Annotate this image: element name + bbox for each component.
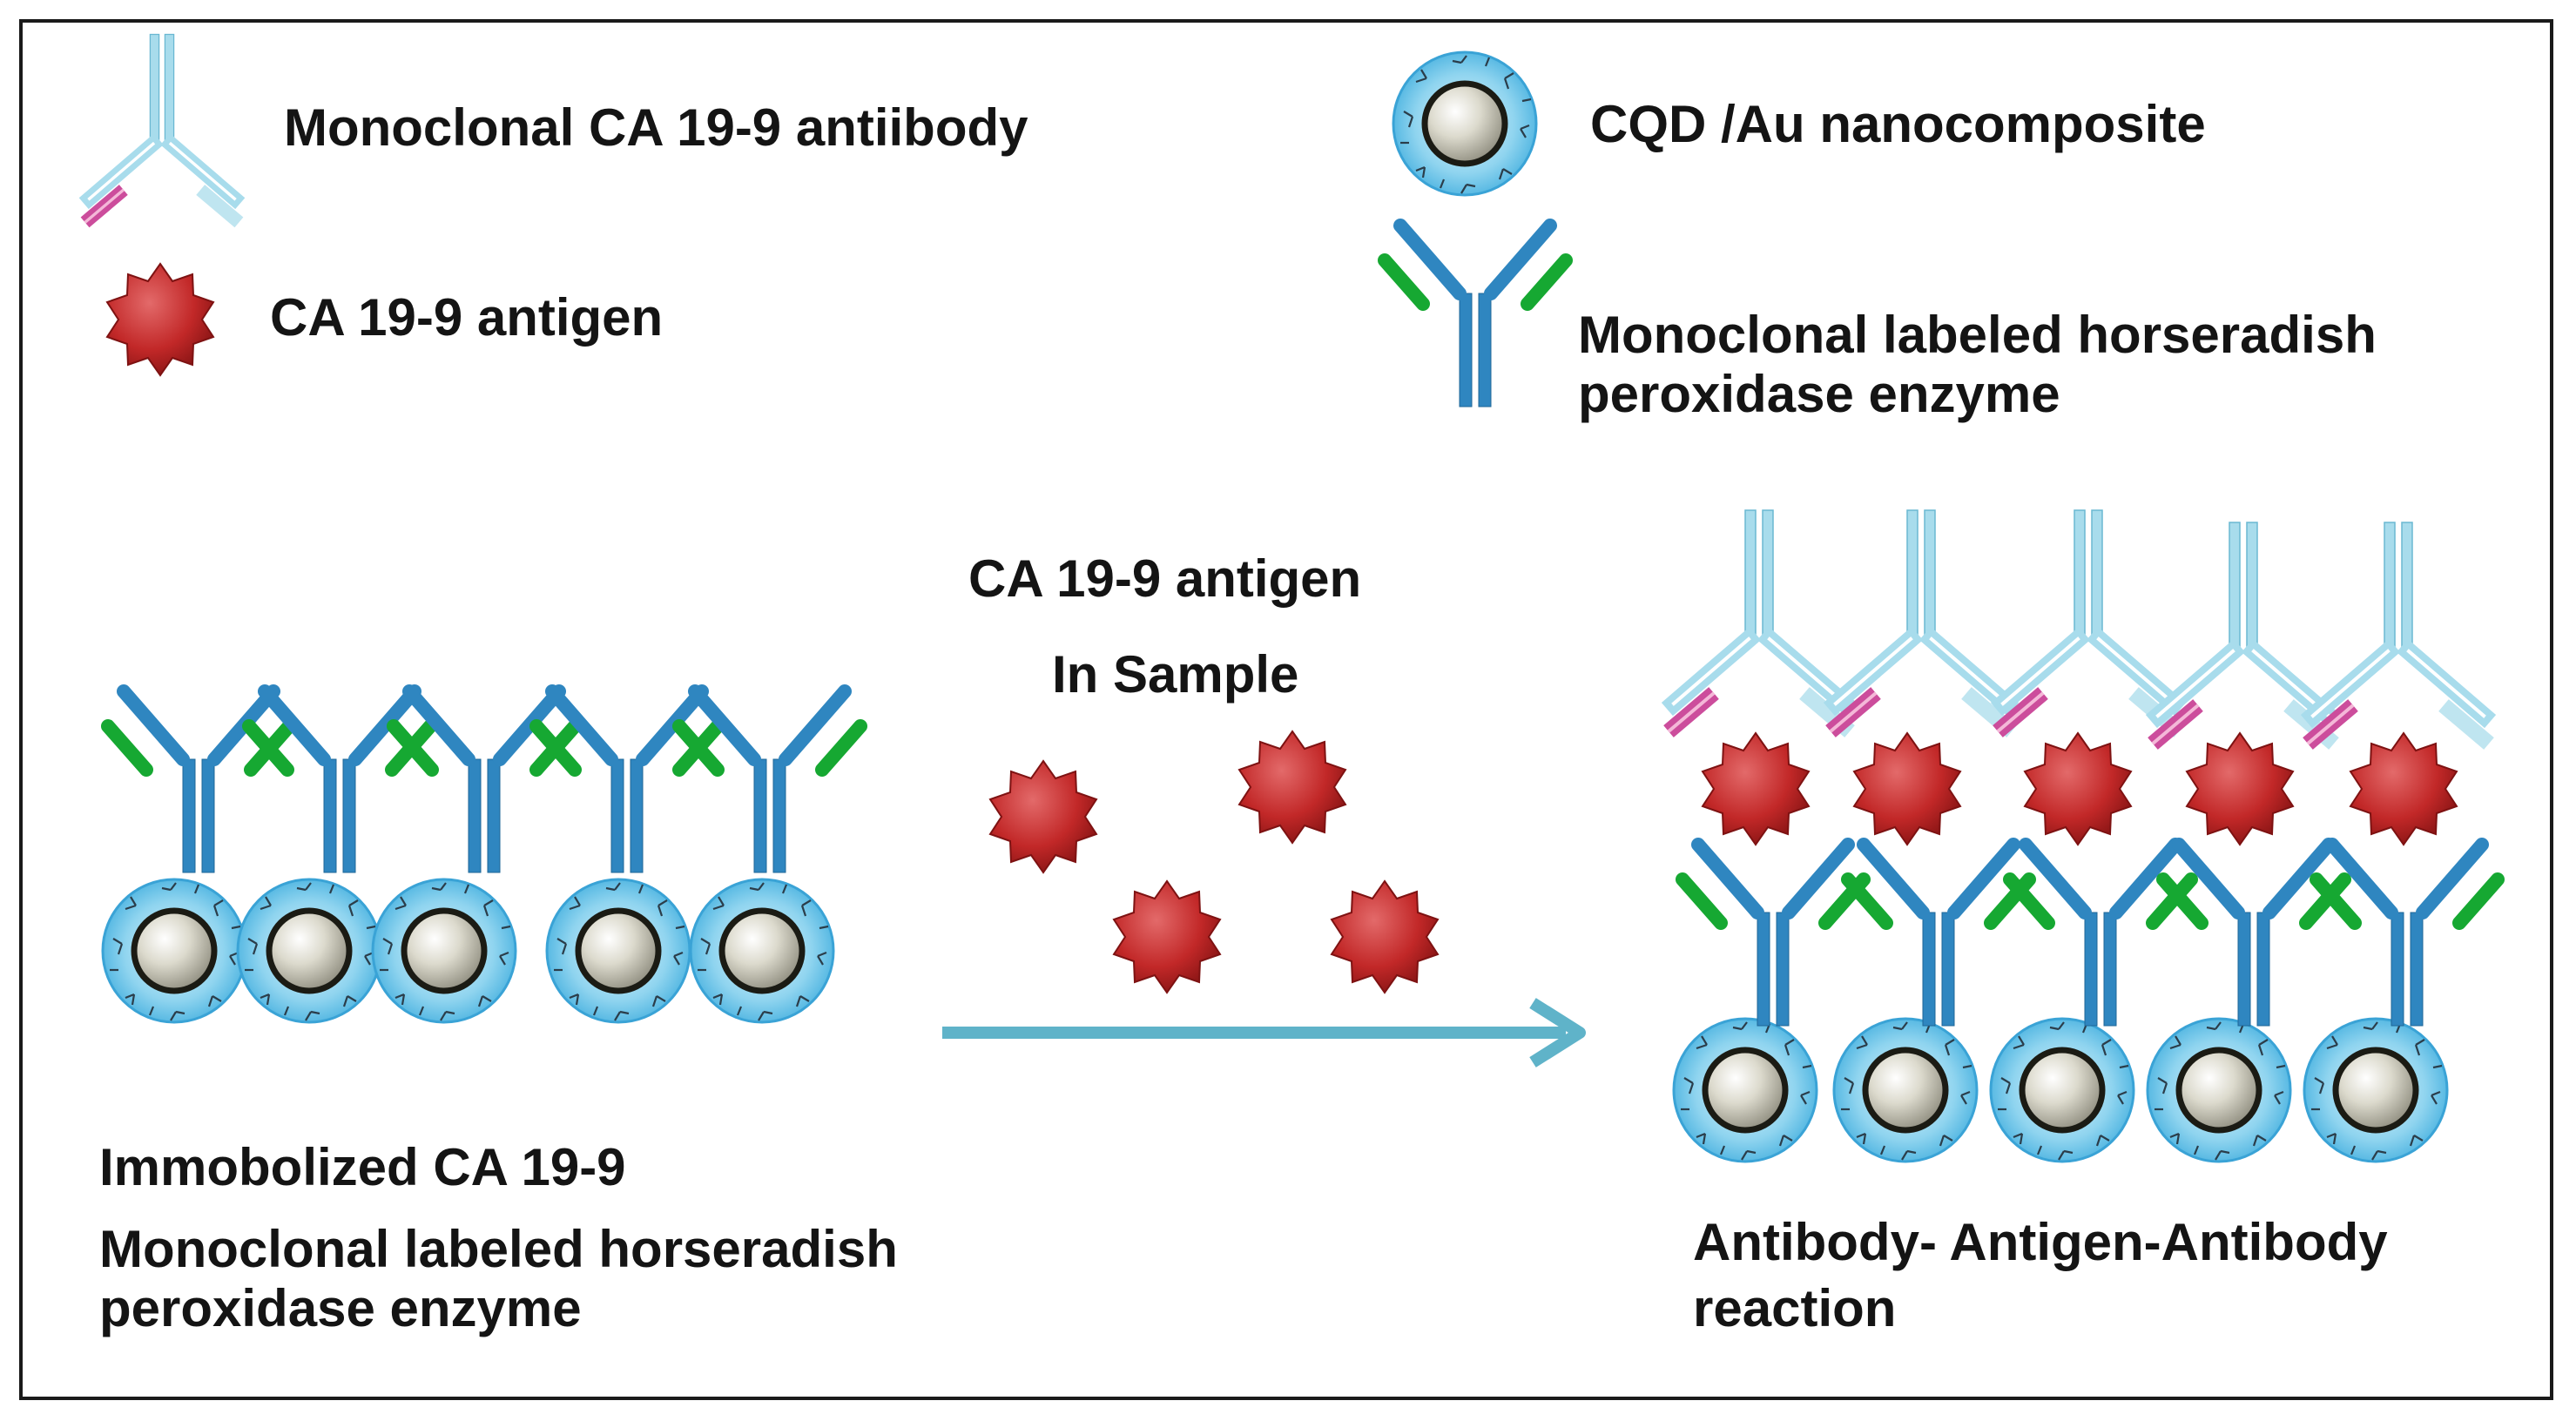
figure-frame	[19, 19, 2553, 1400]
antigen	[2024, 732, 2132, 845]
left-caption-line1: Immobolized CA 19-9	[99, 1138, 626, 1196]
legend-hrp-label-line1: Monoclonal labeled horseradish	[1578, 306, 2377, 364]
antigen	[1238, 731, 1346, 844]
sample-label-line1: CA 19-9 antigen	[968, 549, 1362, 608]
hrp-antibody	[108, 691, 289, 872]
hrp-antibody	[249, 691, 430, 872]
antigen	[1331, 880, 1439, 993]
antigen	[1853, 732, 1961, 845]
legend-nanocomposite-label: CQD /Au nanocomposite	[1590, 95, 2206, 153]
reaction-arrow	[942, 998, 1586, 1067]
legend-hrp-antibody-icon	[1385, 226, 1566, 407]
hrp-antibody	[2163, 845, 2344, 1026]
nanocomposite	[1674, 1019, 1817, 1162]
antigen	[989, 760, 1097, 873]
legend-nanocomposite-icon	[1393, 52, 1536, 195]
capture-antibody	[1831, 510, 2012, 731]
hrp-antibody	[2010, 845, 2191, 1026]
antigen	[1702, 732, 1810, 845]
nanocomposite	[1991, 1019, 2134, 1162]
legend-hrp-label-line2: peroxidase enzyme	[1578, 365, 2060, 423]
nanocomposite	[547, 879, 690, 1022]
nanocomposite	[103, 879, 246, 1022]
hrp-antibody	[1848, 845, 2029, 1026]
nanocomposite	[1834, 1019, 1977, 1162]
right-caption-line2: reaction	[1693, 1279, 1897, 1337]
capture-antibody	[1998, 510, 2179, 731]
antigen	[2350, 732, 2458, 845]
sample-label-line2: In Sample	[1052, 645, 1299, 704]
nanocomposite	[238, 879, 381, 1022]
antigen	[1113, 880, 1221, 993]
legend-antigen-label: CA 19-9 antigen	[270, 288, 664, 347]
right-caption-line1: Antibody- Antigen-Antibody	[1693, 1213, 2388, 1271]
hrp-antibody	[2316, 845, 2498, 1026]
hrp-antibody	[394, 691, 575, 872]
nanocomposite	[691, 879, 833, 1022]
legend-capture-antibody-icon	[85, 34, 239, 222]
hrp-antibody	[536, 691, 718, 872]
nanocomposite	[2148, 1019, 2290, 1162]
legend-capture-antibody-label: Monoclonal CA 19-9 antiibody	[284, 98, 1028, 157]
hrp-antibody	[679, 691, 860, 872]
right-assembly	[1669, 510, 2498, 1162]
nanocomposite	[2304, 1019, 2447, 1162]
nanocomposite	[373, 879, 516, 1022]
sample-antigens	[989, 731, 1439, 993]
hrp-antibody	[1682, 845, 1864, 1026]
legend-antigen-icon	[106, 263, 214, 376]
capture-antibody	[2308, 522, 2489, 744]
left-caption-line3: peroxidase enzyme	[99, 1279, 582, 1337]
left-assembly	[103, 691, 860, 1022]
left-caption-line2: Monoclonal labeled horseradish	[99, 1220, 898, 1278]
capture-antibody	[1669, 510, 1850, 731]
antigen	[2186, 732, 2294, 845]
